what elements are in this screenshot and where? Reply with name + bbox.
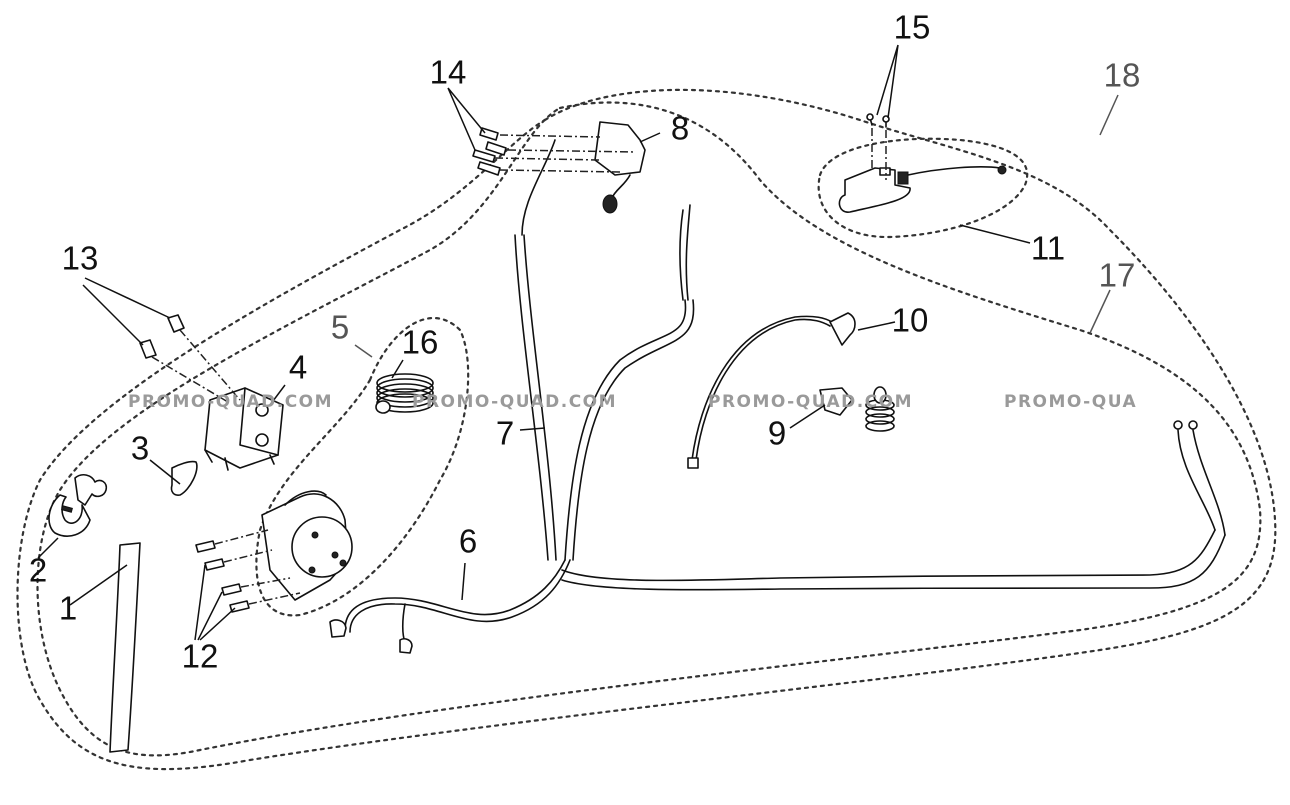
part-relay-bolts — [139, 314, 241, 403]
leader-lines — [37, 44, 1119, 641]
group-outline-17 — [36, 101, 1262, 757]
part-stopper — [170, 460, 198, 496]
part-motor-cable — [329, 559, 571, 654]
watermark-text: PROMO-QUAD.COM — [128, 392, 334, 412]
callout-15: 15 — [893, 8, 931, 46]
callout-14: 14 — [429, 53, 467, 91]
callout-18: 18 — [1103, 56, 1141, 94]
callout-11: 11 — [1030, 229, 1066, 267]
callout-5: 5 — [330, 308, 350, 346]
watermark-text: PROMO-QUAD.COM — [708, 392, 914, 412]
part-winch — [261, 490, 353, 601]
part-hook — [48, 473, 108, 537]
group-outline-11 — [817, 137, 1029, 239]
callout-7: 7 — [495, 414, 515, 452]
part-wire-rope — [375, 373, 434, 414]
callout-8: 8 — [670, 109, 690, 147]
callout-16: 16 — [401, 323, 439, 361]
part-cable-clip — [819, 386, 895, 432]
callout-2: 2 — [28, 551, 48, 589]
part-switch-screws — [866, 113, 890, 180]
part-strap — [109, 542, 141, 753]
callout-17: 17 — [1098, 256, 1136, 294]
part-handlebar-switch — [838, 165, 1007, 213]
callout-10: 10 — [891, 301, 929, 339]
group-outline-5 — [255, 317, 470, 617]
watermark-text: PROMO-QUAD.COM — [412, 392, 618, 412]
watermark-text-partial: PROMO-QUA — [1004, 392, 1138, 412]
part-relay — [204, 387, 284, 471]
callout-12: 12 — [181, 637, 219, 675]
part-winch-bolts — [195, 529, 301, 613]
callout-9: 9 — [767, 414, 787, 452]
group-outline-18 — [16, 88, 1277, 771]
callout-6: 6 — [458, 522, 478, 560]
part-main-harness — [514, 139, 1226, 591]
callout-3: 3 — [130, 429, 150, 467]
part-connector-lead — [687, 312, 856, 469]
callout-13: 13 — [61, 239, 99, 277]
part-switch-bolts — [472, 127, 636, 176]
part-switch-8 — [594, 121, 646, 214]
callout-1: 1 — [58, 589, 78, 627]
callout-4: 4 — [288, 348, 308, 386]
